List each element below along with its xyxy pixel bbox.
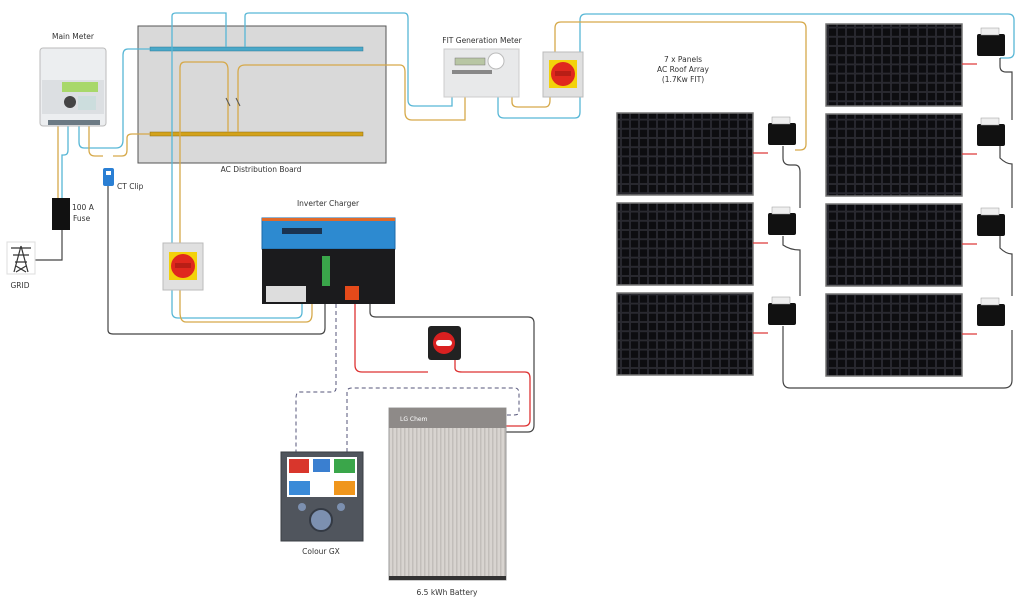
- colour-gx-display: Colour GX: [280, 451, 364, 556]
- fuse: 100 A Fuse: [52, 198, 95, 230]
- colour-gx-label: Colour GX: [302, 547, 340, 556]
- fit-generation-meter: FIT Generation Meter: [442, 36, 523, 98]
- microinverter: [768, 206, 796, 235]
- solar-panel: [825, 293, 1005, 377]
- panels-label-line2: AC Roof Array: [657, 65, 709, 74]
- wiring: [30, 12, 1015, 452]
- solar-panel: [825, 113, 1005, 197]
- inverter-label: Inverter Charger: [297, 199, 360, 208]
- ct-clip: CT Clip: [103, 168, 144, 191]
- grid-pylon-icon: GRID: [6, 241, 36, 290]
- solar-panel: [616, 202, 796, 286]
- ac-isolator-switch: [162, 242, 204, 291]
- solar-panel: [616, 112, 796, 196]
- microinverter: [768, 296, 796, 325]
- inverter-charger: Inverter Charger: [261, 199, 396, 304]
- ct-clip-label: CT Clip: [117, 182, 144, 191]
- panels-label-line1: 7 x Panels: [664, 55, 702, 64]
- panels-label-line3: (1.7Kw FIT): [662, 75, 704, 84]
- battery: LG Chem 6.5 kWh Battery: [388, 407, 507, 597]
- battery-label: 6.5 kWh Battery: [417, 588, 479, 597]
- neutral-busbar: [149, 46, 364, 52]
- grid-label: GRID: [10, 281, 29, 290]
- microinverter: [977, 207, 1005, 236]
- ac-distribution-board: AC Distribution Board: [137, 25, 466, 312]
- live-busbar: [149, 131, 364, 137]
- main-meter: Main Meter: [39, 32, 107, 127]
- distribution-board-label: AC Distribution Board: [221, 165, 302, 174]
- microinverter: [768, 116, 796, 145]
- solar-panel: [825, 23, 1005, 107]
- solar-panel-array: [616, 23, 1005, 377]
- battery-brand-logo: LG Chem: [400, 416, 428, 423]
- fuse-label-line1: 100 A: [72, 203, 95, 212]
- microinverter: [977, 27, 1005, 56]
- microinverter: [977, 297, 1005, 326]
- pv-isolator-switch: [542, 51, 584, 98]
- microinverter: [977, 117, 1005, 146]
- solar-panel: [616, 292, 796, 376]
- breaker-switch-icon: [225, 97, 241, 107]
- solar-panel: [825, 203, 1005, 287]
- fuse-label-line2: Fuse: [73, 214, 91, 223]
- fit-meter-label: FIT Generation Meter: [442, 36, 522, 45]
- battery-switch: [428, 326, 461, 360]
- main-meter-label: Main Meter: [52, 32, 95, 41]
